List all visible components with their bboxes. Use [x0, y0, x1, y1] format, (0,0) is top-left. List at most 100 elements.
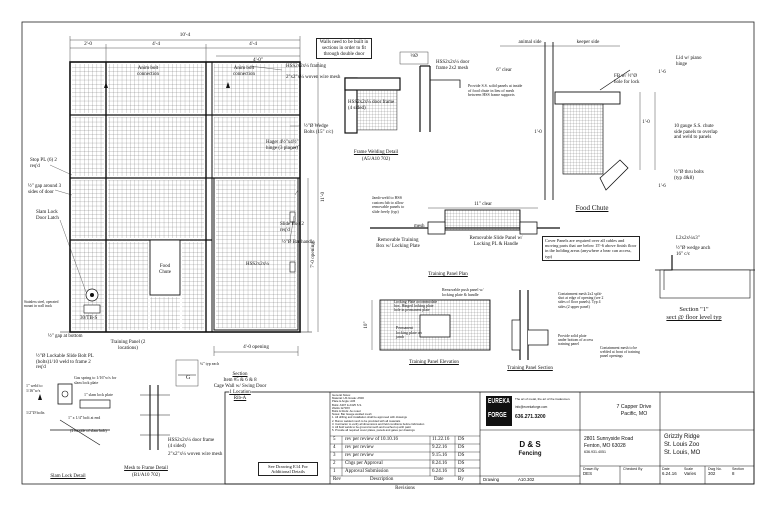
rev-by: DS — [458, 461, 465, 466]
slam-lock-label: Slam Lock Door Latch — [36, 210, 59, 221]
rev-description: Approval Submission — [345, 469, 389, 474]
tp-sect-title: Training Panel Section — [507, 366, 553, 371]
slam-bolt-label: 1/2"Ø bolts — [26, 410, 45, 415]
mesh-to-frame-detail — [140, 359, 199, 450]
general-notes: General Notes: Material: HS Grade: A500 … — [332, 394, 478, 434]
rev-description: rev per review — [345, 453, 374, 458]
section1-wedge: ½"Ø wedge anch 16" c/c — [676, 246, 711, 257]
rev-date: 8.24.16 — [432, 461, 447, 466]
tp-plan-removable: Removable Training Box w/ Locking Plate — [376, 238, 420, 249]
tp-elev-locking: Locking Plate accommodate box. Hinged lo… — [394, 300, 438, 313]
dim-half: ½Ø — [410, 54, 418, 59]
height-door-dim: 7'-0 opening — [310, 242, 316, 268]
slam-thru-label: 1" x 1/4" bolt at end — [68, 415, 101, 420]
animal-side-label: animal side — [518, 40, 542, 45]
drawn-by-label: Drawn By — [583, 467, 599, 471]
checked-by-label: Checked By — [623, 467, 643, 471]
stop-pl-label: Stop PL (6) 2 req'd — [30, 158, 57, 169]
seg-left-dim: 2'-0 — [84, 41, 92, 47]
frame-welding-detail — [344, 77, 401, 134]
wire-mesh-label: 2"x2"x¼ woven wire mesh — [286, 75, 341, 80]
mesh-frame-mesh: 2"x2"x¼ woven wire mesh — [168, 452, 223, 457]
seg-mid-dim: 4'-4 — [152, 41, 160, 47]
training-panel-label: Training Panel (2 locations) — [110, 340, 146, 351]
mesh-frame-ref: (B1/A10 702) — [132, 473, 160, 478]
rev-date: 9.22.16 — [432, 445, 447, 450]
rev-col-by: By — [458, 477, 464, 482]
see-drawing-note: See Drawing E14 For Additional Details — [258, 462, 318, 477]
rev-number: 2 — [333, 461, 336, 466]
slam-weld-label: 1" weld to 1/16"w/s — [26, 383, 43, 393]
rev-by: DS — [458, 469, 465, 474]
slide-bolt-label: Slide Bolt 2 req'd — [280, 222, 304, 233]
height-right-dim: 11'-0 — [320, 191, 326, 203]
note-line: Welds: E70XX — [332, 406, 350, 410]
logo-bottom: FORGE — [488, 412, 507, 419]
slam-plate-label: 1" slam lock plate — [84, 392, 113, 397]
frame-weld-section — [399, 51, 461, 132]
part-tag-label: 30/TB-S — [80, 316, 98, 321]
tp-plan-mesh: mesh — [414, 224, 425, 229]
tp-plan-title: Training Panel Plan — [428, 272, 468, 277]
gap-bottom-label: ½" gap at bottom — [48, 334, 83, 339]
rev-description: rev per review — [345, 445, 374, 450]
food-chute-detail — [500, 42, 656, 200]
rev-number: 3 — [333, 453, 336, 458]
lid-note: Lid w/ piano hinge — [676, 56, 702, 67]
slam-lock-detail — [50, 383, 111, 446]
dwg-no-value: 302 — [708, 471, 716, 476]
note-line: General Notes: — [332, 394, 351, 397]
date-value: 6.24.16 — [662, 471, 677, 476]
rev-col-desc: Description — [370, 477, 394, 482]
section-ref-4: Rib-A — [233, 396, 247, 402]
training-panel-elevation — [371, 299, 491, 351]
keeper-side-label: keeper side — [576, 40, 600, 45]
wedge-bolts-label: ½"Ø Wedge Bolts (15" c/c) — [304, 124, 334, 135]
rev-col-date: Date — [434, 477, 444, 482]
section-ref-1: Item #5 & 6 & 8 — [223, 378, 257, 383]
note-line: Material: HS Grade: A500 — [332, 397, 364, 401]
slam-gas-label: Gas spring to 1/16"w/s for slam lock pla… — [74, 375, 117, 385]
address-line-2: Pacific, MO — [620, 411, 648, 417]
project-name: Grizzly Ridge — [664, 434, 700, 440]
mesh-frame-g: G — [186, 375, 191, 381]
rev-col-rev: Rev — [333, 477, 342, 482]
revision-row: 3 rev per review 9.15.16 DS — [330, 452, 480, 460]
company-phone: 636.271.3200 — [515, 414, 546, 420]
rev-description: rev per review of 10.10.16 — [345, 437, 399, 442]
rev-by: DS — [458, 453, 465, 458]
chute-dim-top: 1'-6 — [658, 70, 666, 75]
rev-by: DS — [458, 445, 465, 450]
drawing-label: Drawing — [483, 477, 500, 482]
section-ref-title: Section — [232, 372, 248, 377]
drawn-by-value: DES — [583, 471, 593, 476]
revisions-header: Revisions — [395, 486, 415, 491]
company-tagline: The art of metal, the art of the tradesm… — [515, 397, 571, 401]
gate-opening-dim: 4'-0 opening — [243, 344, 269, 350]
section-1-detail — [655, 255, 755, 299]
frame-welding-ref: (A5/A10 702) — [361, 157, 391, 162]
address-line-1: 7 Capper Drive — [616, 404, 652, 410]
note-line: Bolts & Rods: As noted — [332, 410, 361, 414]
tp-sect-contain: Containment mesh to be welded at front o… — [600, 346, 640, 359]
hole-note: FB w/ ½"Ø hole for lock — [614, 74, 640, 85]
note-line: Plate & Angle: A36 — [332, 400, 356, 404]
anim-bolt-left: Anim bolt connection — [137, 66, 159, 77]
tp-sect-mesh: Containment mesh 2x2 split-shot at edge … — [558, 292, 604, 309]
dim-clear: 6" clear — [496, 68, 512, 73]
tp-plan-slide: Removable Slide Panel w/ Locking PL & Ha… — [469, 236, 523, 247]
company-email: info@eurekaforge.com — [515, 405, 548, 409]
revision-header-row: Rev Description Date By — [330, 476, 480, 484]
client-company: D & S — [519, 440, 541, 449]
client-phone: 636.931.4051 — [584, 450, 606, 454]
revision-row: 4 rev per review 9.22.16 DS — [330, 444, 480, 452]
rev-date: 6.24.16 — [432, 469, 447, 474]
note-line: 1. All drilling and installation shall b… — [332, 416, 407, 420]
drawing-number: A10.302 — [518, 477, 535, 482]
section-label: Section — [732, 467, 744, 471]
client-address-2: Fenton, MO 63028 — [584, 443, 626, 449]
chute-dim-bottom: 1'-6 — [658, 184, 666, 189]
seg-right-dim: 4'-4 — [249, 41, 257, 47]
frame-welding-hss: HSS2x2x¼ door frame (4 sided) — [348, 100, 395, 111]
section1-title: Section "1" — [679, 306, 709, 313]
